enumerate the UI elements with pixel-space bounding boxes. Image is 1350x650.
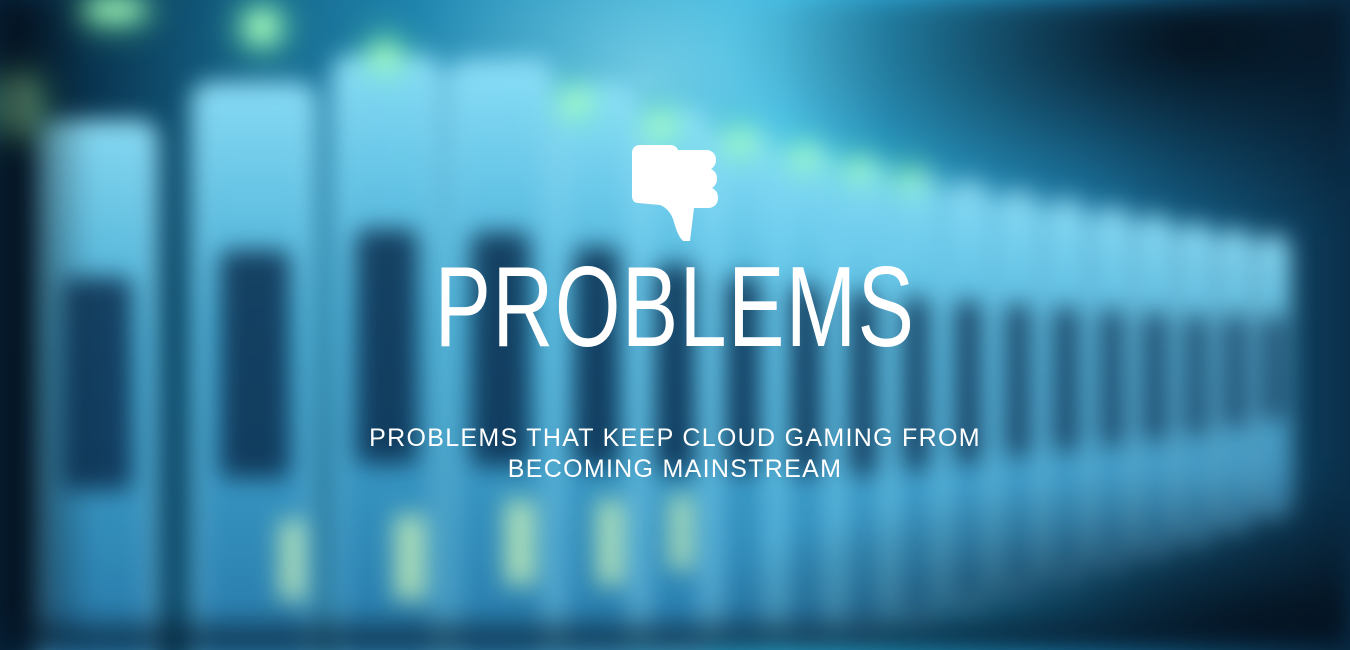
- blade-slot: [1185, 313, 1207, 437]
- blade-slot: [655, 264, 695, 473]
- server-blade: [448, 60, 553, 650]
- blade-slot: [902, 297, 930, 471]
- subtitle: PROBLEMS THAT KEEP CLOUD GAMING FROM BEC…: [369, 424, 981, 483]
- blade-slot: [849, 292, 877, 475]
- blade-slot: [1005, 303, 1031, 458]
- headline: PROBLEMS: [434, 244, 916, 371]
- vignette: [730, 0, 1350, 230]
- blade-slot: [356, 228, 418, 465]
- blade-slot: [1054, 305, 1078, 453]
- blade-slot: [471, 232, 530, 466]
- blade-slot: [219, 250, 290, 478]
- vignette: [0, 610, 1350, 650]
- blade-slot: [790, 285, 822, 475]
- blade-slot: [574, 247, 620, 468]
- blade-label: [505, 500, 535, 585]
- status-led: [372, 42, 398, 68]
- server-blade: [1256, 234, 1290, 519]
- blade-label: [280, 520, 304, 600]
- status-led: [85, 0, 145, 20]
- status-led: [565, 92, 587, 114]
- status-led: [245, 10, 279, 44]
- blade-slot: [955, 300, 981, 464]
- thumbs-down-icon: [632, 145, 718, 241]
- blade-slot: [1263, 313, 1283, 423]
- server-blade: [556, 85, 638, 650]
- blade-slot: [1225, 313, 1245, 430]
- blade-label: [670, 495, 692, 570]
- blade-slot: [1144, 310, 1166, 442]
- status-led: [650, 115, 672, 137]
- blade-label: [597, 500, 623, 585]
- vignette: [0, 0, 90, 650]
- blade-label: [395, 515, 425, 600]
- blade-slot: [1100, 308, 1124, 447]
- blade-slot: [725, 275, 761, 474]
